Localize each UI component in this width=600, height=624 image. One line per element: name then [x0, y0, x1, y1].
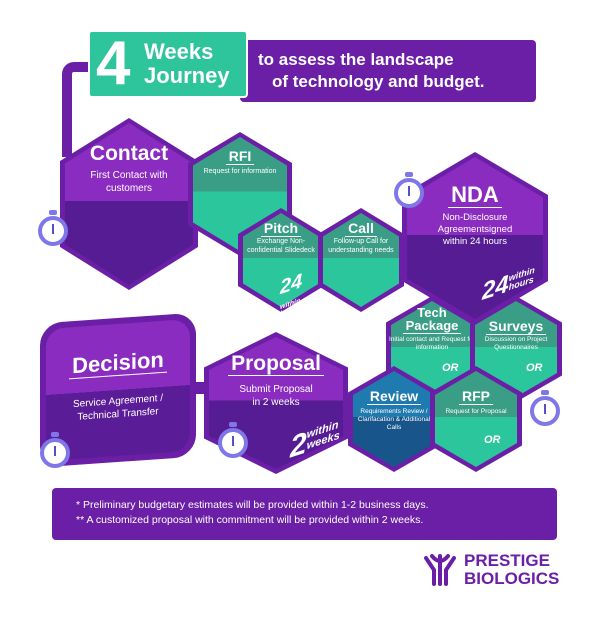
call-title: Call: [318, 220, 404, 237]
tagline-line2: of technology and budget.: [272, 72, 485, 91]
nda-title: NDA: [402, 182, 548, 208]
rfi-desc: Request for information: [203, 168, 277, 175]
pitch-desc: Exchange Non-confidential Slidedeck: [247, 238, 315, 254]
connector-line: [62, 62, 92, 157]
surveys-desc: Discussion on Project Questionnaires: [484, 336, 548, 352]
call-desc: Follow-up Call for understanding needs: [328, 238, 394, 254]
nda-desc: Non-Disclosure Agreementsigned within 24…: [437, 212, 513, 247]
surveys-title: Surveys: [470, 318, 562, 335]
call-hex: Call Follow-up Call for understanding ne…: [318, 208, 404, 312]
or-label: OR: [484, 434, 501, 446]
weeks-line2: Journey: [144, 63, 230, 88]
stopwatch-icon: [394, 172, 424, 208]
or-label: OR: [526, 362, 543, 374]
rfp-title: RFP: [430, 388, 522, 405]
rfi-title: RFI: [188, 148, 292, 165]
weeks-badge: 4 Weeks Journey: [88, 30, 248, 98]
nda-hex: NDA Non-Disclosure Agreementsigned withi…: [402, 152, 548, 324]
weeks-line1: Weeks: [144, 39, 214, 64]
contact-title: Contact: [89, 142, 169, 165]
logo-icon: [424, 554, 456, 586]
logo-line2: BIOLOGICS: [464, 569, 560, 588]
pitch-title: Pitch: [238, 220, 324, 237]
tagline-banner: to assess the landscape of technology an…: [240, 40, 536, 102]
footer-note-2: ** A customized proposal with commitment…: [76, 514, 424, 526]
review-desc: Requirements Review / Clarifacation & Ad…: [357, 408, 431, 432]
stopwatch-icon: [218, 422, 248, 458]
or-label: OR: [442, 362, 459, 374]
rfp-desc: Request for Proposal: [445, 408, 507, 415]
stopwatch-icon: [40, 432, 70, 468]
stopwatch-icon: [38, 210, 68, 246]
proposal-desc: Submit Proposal in 2 weeks: [239, 384, 313, 408]
tagline-line1: to assess the landscape: [258, 50, 454, 69]
logo-line1: PRESTIGE: [464, 551, 550, 570]
weeks-label: Weeks Journey: [144, 40, 230, 88]
pitch-hex: Pitch Exchange Non-confidential Slidedec…: [238, 208, 324, 312]
logo: PRESTIGE BIOLOGICS: [422, 552, 559, 588]
proposal-title: Proposal: [204, 352, 348, 376]
tech-desc: Initial contact and Request for informat…: [389, 336, 475, 352]
review-title: Review: [348, 388, 440, 405]
stopwatch-icon: [530, 390, 560, 426]
footer-notes: * Preliminary budgetary estimates will b…: [52, 488, 557, 540]
footer-note-1: * Preliminary budgetary estimates will b…: [76, 499, 429, 511]
contact-desc: First Contact with customers: [90, 170, 168, 194]
weeks-number: 4: [96, 29, 131, 98]
